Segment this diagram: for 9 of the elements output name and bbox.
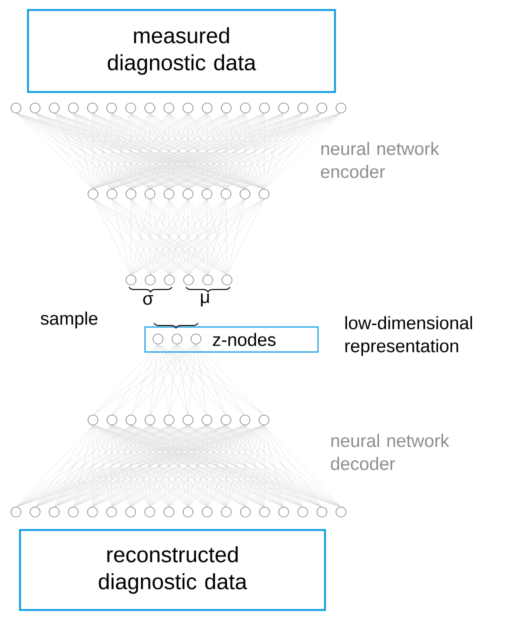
output-box: reconstructed diagnostic data (19, 529, 326, 611)
symbol-label: σ (143, 295, 154, 305)
input-box: measured diagnostic data (27, 9, 336, 93)
symbol-label: μ (201, 294, 209, 306)
latent-box: z-nodes (144, 326, 319, 353)
layer-label: neural network encoder (320, 142, 440, 178)
note-label: sample (40, 312, 98, 328)
note-label: low-dimensional representation (345, 316, 472, 356)
layer-label: neural network decoder (330, 434, 450, 470)
